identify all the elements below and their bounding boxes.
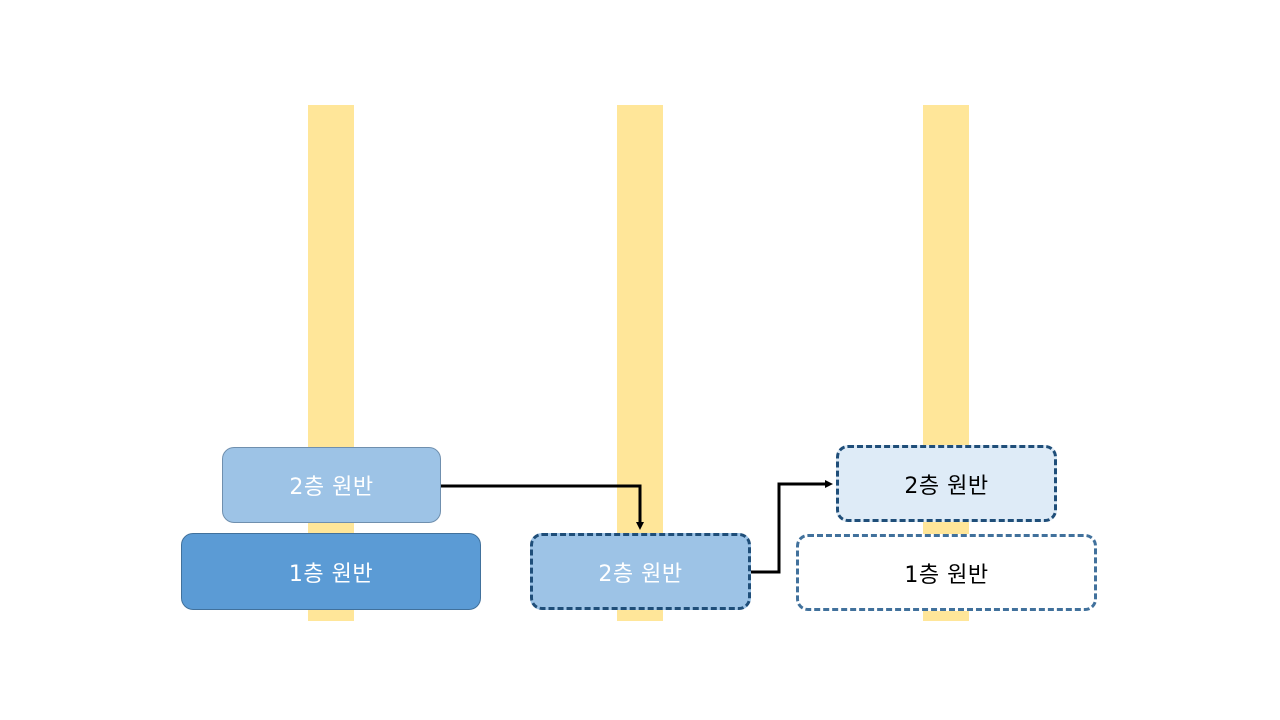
arrow-left-to-middle — [441, 484, 644, 530]
disk-label: 1층 원반 — [904, 562, 989, 588]
disk-label: 2층 원반 — [598, 561, 683, 587]
disk-label: 2층 원반 — [289, 475, 374, 500]
disk-label: 2층 원반 — [904, 473, 989, 499]
disk-floor2-left: 2층 원반 — [222, 447, 441, 523]
disk-floor1-right: 1층 원반 — [796, 534, 1097, 611]
disk-floor1-left: 1층 원반 — [181, 533, 481, 610]
disk-floor2-middle: 2층 원반 — [530, 533, 751, 610]
disk-floor2-right: 2층 원반 — [836, 445, 1057, 522]
disk-label: 1층 원반 — [288, 561, 374, 587]
